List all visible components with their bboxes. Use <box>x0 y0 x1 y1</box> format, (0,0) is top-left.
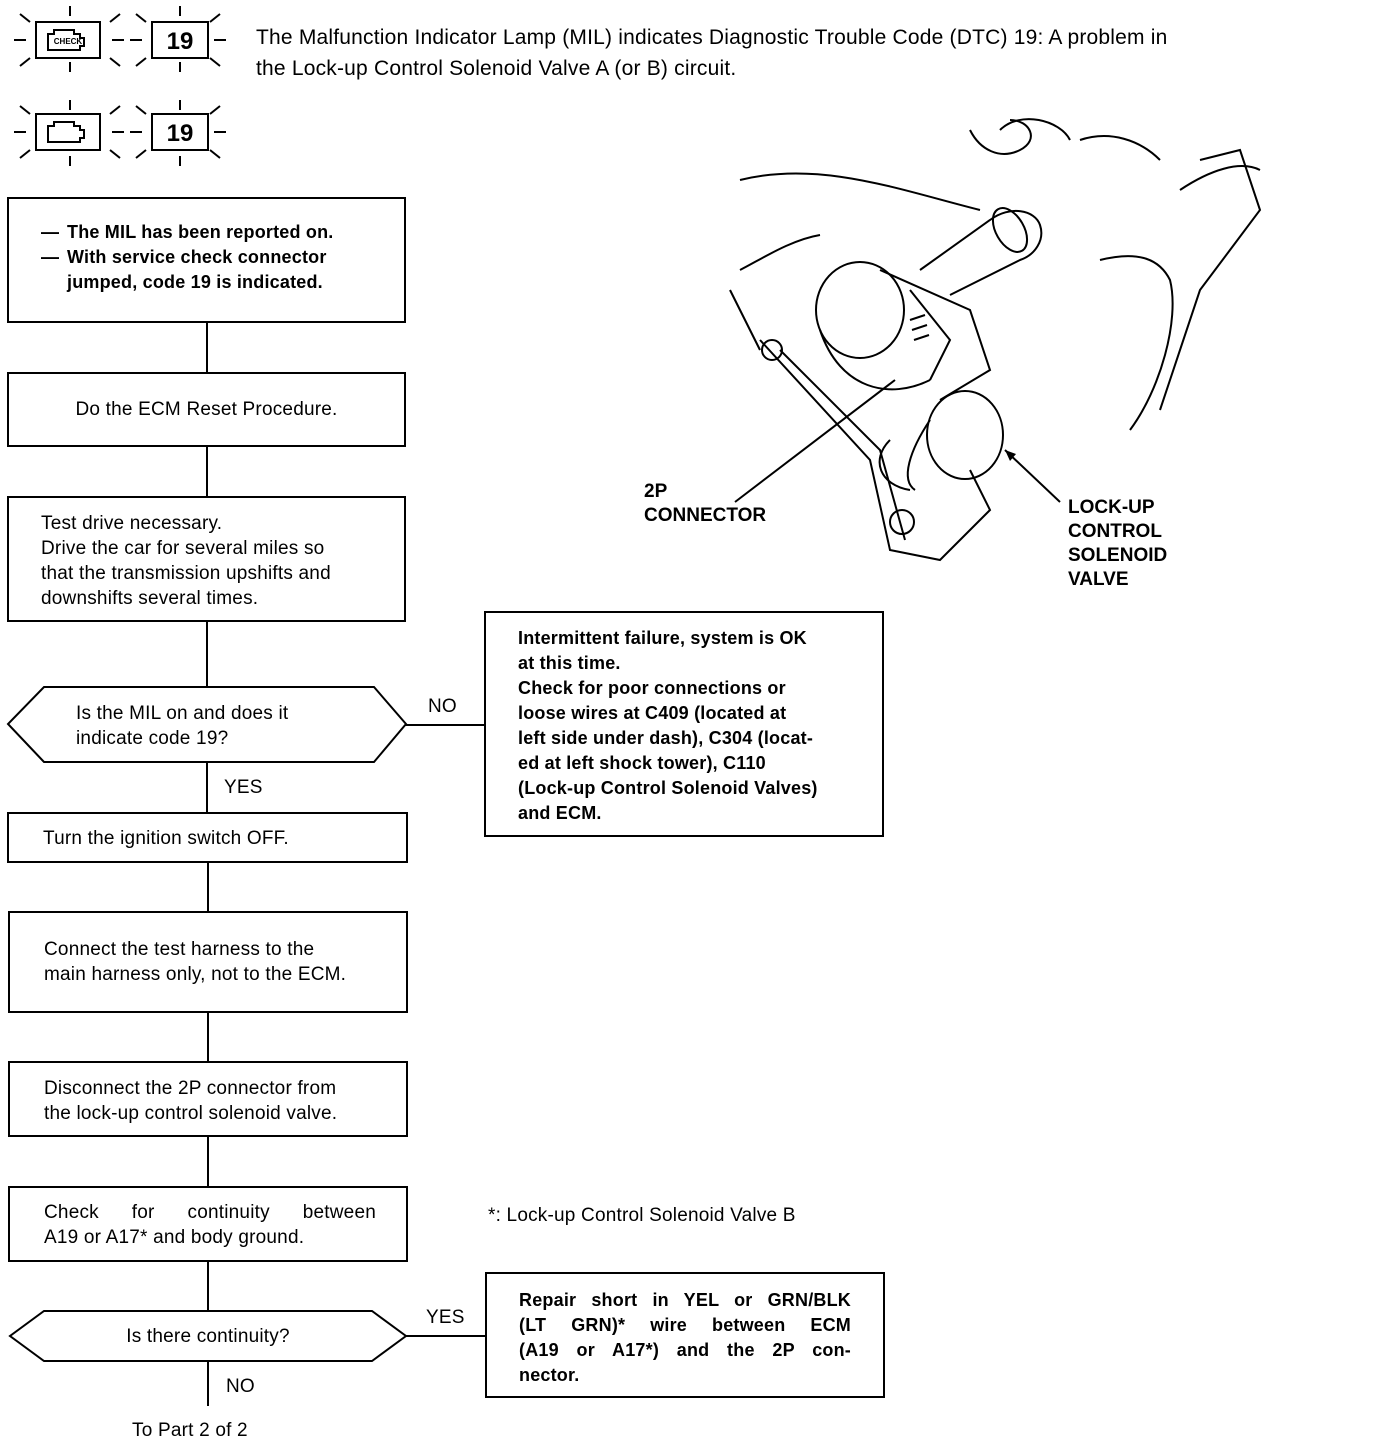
connector-label-line1: 2P <box>644 481 668 502</box>
code-display-value-2: 19 <box>167 120 194 147</box>
result-intermittent-text: Intermittent failure, system is OK at th… <box>518 626 818 826</box>
result-repair-line3: (A19 or A17*) and the 2P con- <box>519 1340 851 1360</box>
decision-mil-on <box>6 686 408 763</box>
connector-label: 2P CONNECTOR <box>644 480 766 528</box>
result-repair-line4: nector. <box>519 1365 580 1385</box>
decision-mil-on-no-label: NO <box>428 696 457 717</box>
step-test-drive-line2: Drive the car for several miles so <box>41 538 325 559</box>
result-intermittent-line4: loose wires at C409 (located at <box>518 703 787 723</box>
step-disconnect-2p: Disconnect the 2P connector from the loc… <box>8 1061 408 1137</box>
valve-label: LOCK-UP CONTROL SOLENOID VALVE <box>1068 496 1167 592</box>
step-ecm-reset: Do the ECM Reset Procedure. <box>7 372 406 447</box>
result-intermittent-line1: Intermittent failure, system is OK <box>518 628 807 648</box>
result-intermittent-line8: and ECM. <box>518 803 602 823</box>
decision-mil-on-text: Is the MIL on and does it indicate code … <box>76 701 376 751</box>
step-connect-harness-text: Connect the test harness to the main har… <box>44 937 346 987</box>
step-disconnect-2p-line2: the lock-up control solenoid valve. <box>44 1103 338 1124</box>
connector-7-8 <box>207 1136 209 1186</box>
dtc-description-line2: the Lock-up Control Solenoid Valve A (or… <box>256 57 737 80</box>
connector-5-6 <box>207 862 209 912</box>
step-mil-reported-list: The MIL has been reported on. With servi… <box>39 220 334 295</box>
connector-leader-line <box>734 379 896 503</box>
result-repair-line2: (LT GRN)* wire between ECM <box>519 1315 851 1335</box>
step-mil-reported-item-2-line1: With service check connector <box>67 247 327 267</box>
mil-blink-icon-2 <box>14 100 124 166</box>
connector-yes-branch-2 <box>405 1335 487 1337</box>
result-repair-short: Repair short in YEL or GRN/BLK (LT GRN)*… <box>485 1272 885 1398</box>
step-disconnect-2p-line1: Disconnect the 2P connector from <box>44 1078 337 1099</box>
connector-no-branch-1 <box>405 724 485 726</box>
valve-label-line1: LOCK-UP <box>1068 497 1155 518</box>
valve-leader-line <box>1004 449 1061 503</box>
step-mil-reported-item-2-line2: jumped, code 19 is indicated. <box>67 272 323 292</box>
step-connect-harness: Connect the test harness to the main har… <box>8 911 408 1013</box>
result-intermittent-line7: (Lock-up Control Solenoid Valves) <box>518 778 818 798</box>
decision-continuity-yes-label: YES <box>426 1307 465 1328</box>
step-ecm-reset-text: Do the ECM Reset Procedure. <box>75 399 338 420</box>
decision-continuity-shape <box>8 1310 408 1362</box>
step-check-continuity-text: Check for continuity between A19 or A17*… <box>44 1200 376 1250</box>
valve-arrowhead <box>1005 450 1016 461</box>
result-intermittent-line5: left side under dash), C304 (locat- <box>518 728 814 748</box>
connector-6-7 <box>207 1012 209 1062</box>
step-check-continuity-line1: Check for continuity between <box>44 1202 376 1223</box>
mil-blink-icon-1: CHECK <box>14 6 124 72</box>
step-connect-harness-line2: main harness only, not to the ECM. <box>44 964 347 985</box>
decision-mil-on-yes-label: YES <box>224 777 263 798</box>
step-mil-reported-item-2: With service check connector jumped, code… <box>39 245 334 295</box>
step-test-drive-line3: that the transmission upshifts and <box>41 563 331 584</box>
result-intermittent-line2: at this time. <box>518 653 621 673</box>
step-check-continuity: Check for continuity between A19 or A17*… <box>8 1186 408 1262</box>
step-ignition-off-text: Turn the ignition switch OFF. <box>43 828 289 849</box>
result-intermittent-line6: ed at left shock tower), C110 <box>518 753 766 773</box>
decision-continuity-text: Is there continuity? <box>126 1326 290 1347</box>
connector-label-line2: CONNECTOR <box>644 505 767 526</box>
step-test-drive-text: Test drive necessary. Drive the car for … <box>41 511 331 611</box>
decision-mil-on-shape <box>6 686 408 763</box>
dtc-description-line1: The Malfunction Indicator Lamp (MIL) ind… <box>256 26 1168 49</box>
decision-continuity-no-label: NO <box>226 1376 255 1397</box>
code-display-1: 19 <box>130 6 226 72</box>
connector-4-5 <box>206 762 208 812</box>
valve-label-line3: SOLENOID <box>1068 545 1168 566</box>
valve-label-line2: CONTROL <box>1068 521 1162 542</box>
step-test-drive: Test drive necessary. Drive the car for … <box>7 496 406 622</box>
result-intermittent-line3: Check for poor connections or <box>518 678 786 698</box>
footnote-valve-b: *: Lock-up Control Solenoid Valve B <box>488 1205 796 1226</box>
valve-label-line4: VALVE <box>1068 569 1129 590</box>
decision-mil-on-line2: indicate code 19? <box>76 728 229 749</box>
next-part-link[interactable]: To Part 2 of 2 <box>132 1420 248 1441</box>
connector-1-2 <box>206 322 208 372</box>
step-mil-reported-item-1: The MIL has been reported on. <box>39 220 334 245</box>
connector-8-9 <box>207 1261 209 1311</box>
engine-bay-drawing <box>729 118 1262 562</box>
step-disconnect-2p-text: Disconnect the 2P connector from the loc… <box>44 1076 337 1126</box>
decision-continuity <box>8 1310 408 1362</box>
step-connect-harness-line1: Connect the test harness to the <box>44 939 315 960</box>
connector-2-3 <box>206 446 208 496</box>
result-intermittent-failure: Intermittent failure, system is OK at th… <box>484 611 884 837</box>
step-ignition-off: Turn the ignition switch OFF. <box>7 812 408 863</box>
code-display-2: 19 <box>130 100 226 166</box>
result-repair-line1: Repair short in YEL or GRN/BLK <box>519 1290 851 1310</box>
mil-icon-label: CHECK <box>54 37 83 46</box>
result-repair-text: Repair short in YEL or GRN/BLK (LT GRN)*… <box>519 1288 851 1388</box>
step-test-drive-line4: downshifts several times. <box>41 588 259 609</box>
step-mil-reported: The MIL has been reported on. With servi… <box>7 197 406 323</box>
step-check-continuity-line2: A19 or A17* and body ground. <box>44 1227 305 1248</box>
dtc-description: The Malfunction Indicator Lamp (MIL) ind… <box>256 22 1371 84</box>
connector-3-4 <box>206 621 208 687</box>
step-test-drive-line1: Test drive necessary. <box>41 513 223 534</box>
mil-code-indicators: CHECK 19 19 <box>14 6 226 166</box>
decision-mil-on-line1: Is the MIL on and does it <box>76 703 289 724</box>
code-display-value-1: 19 <box>167 28 194 55</box>
connector-9-next <box>207 1360 209 1406</box>
solenoid-valve-illustration <box>729 118 1262 562</box>
